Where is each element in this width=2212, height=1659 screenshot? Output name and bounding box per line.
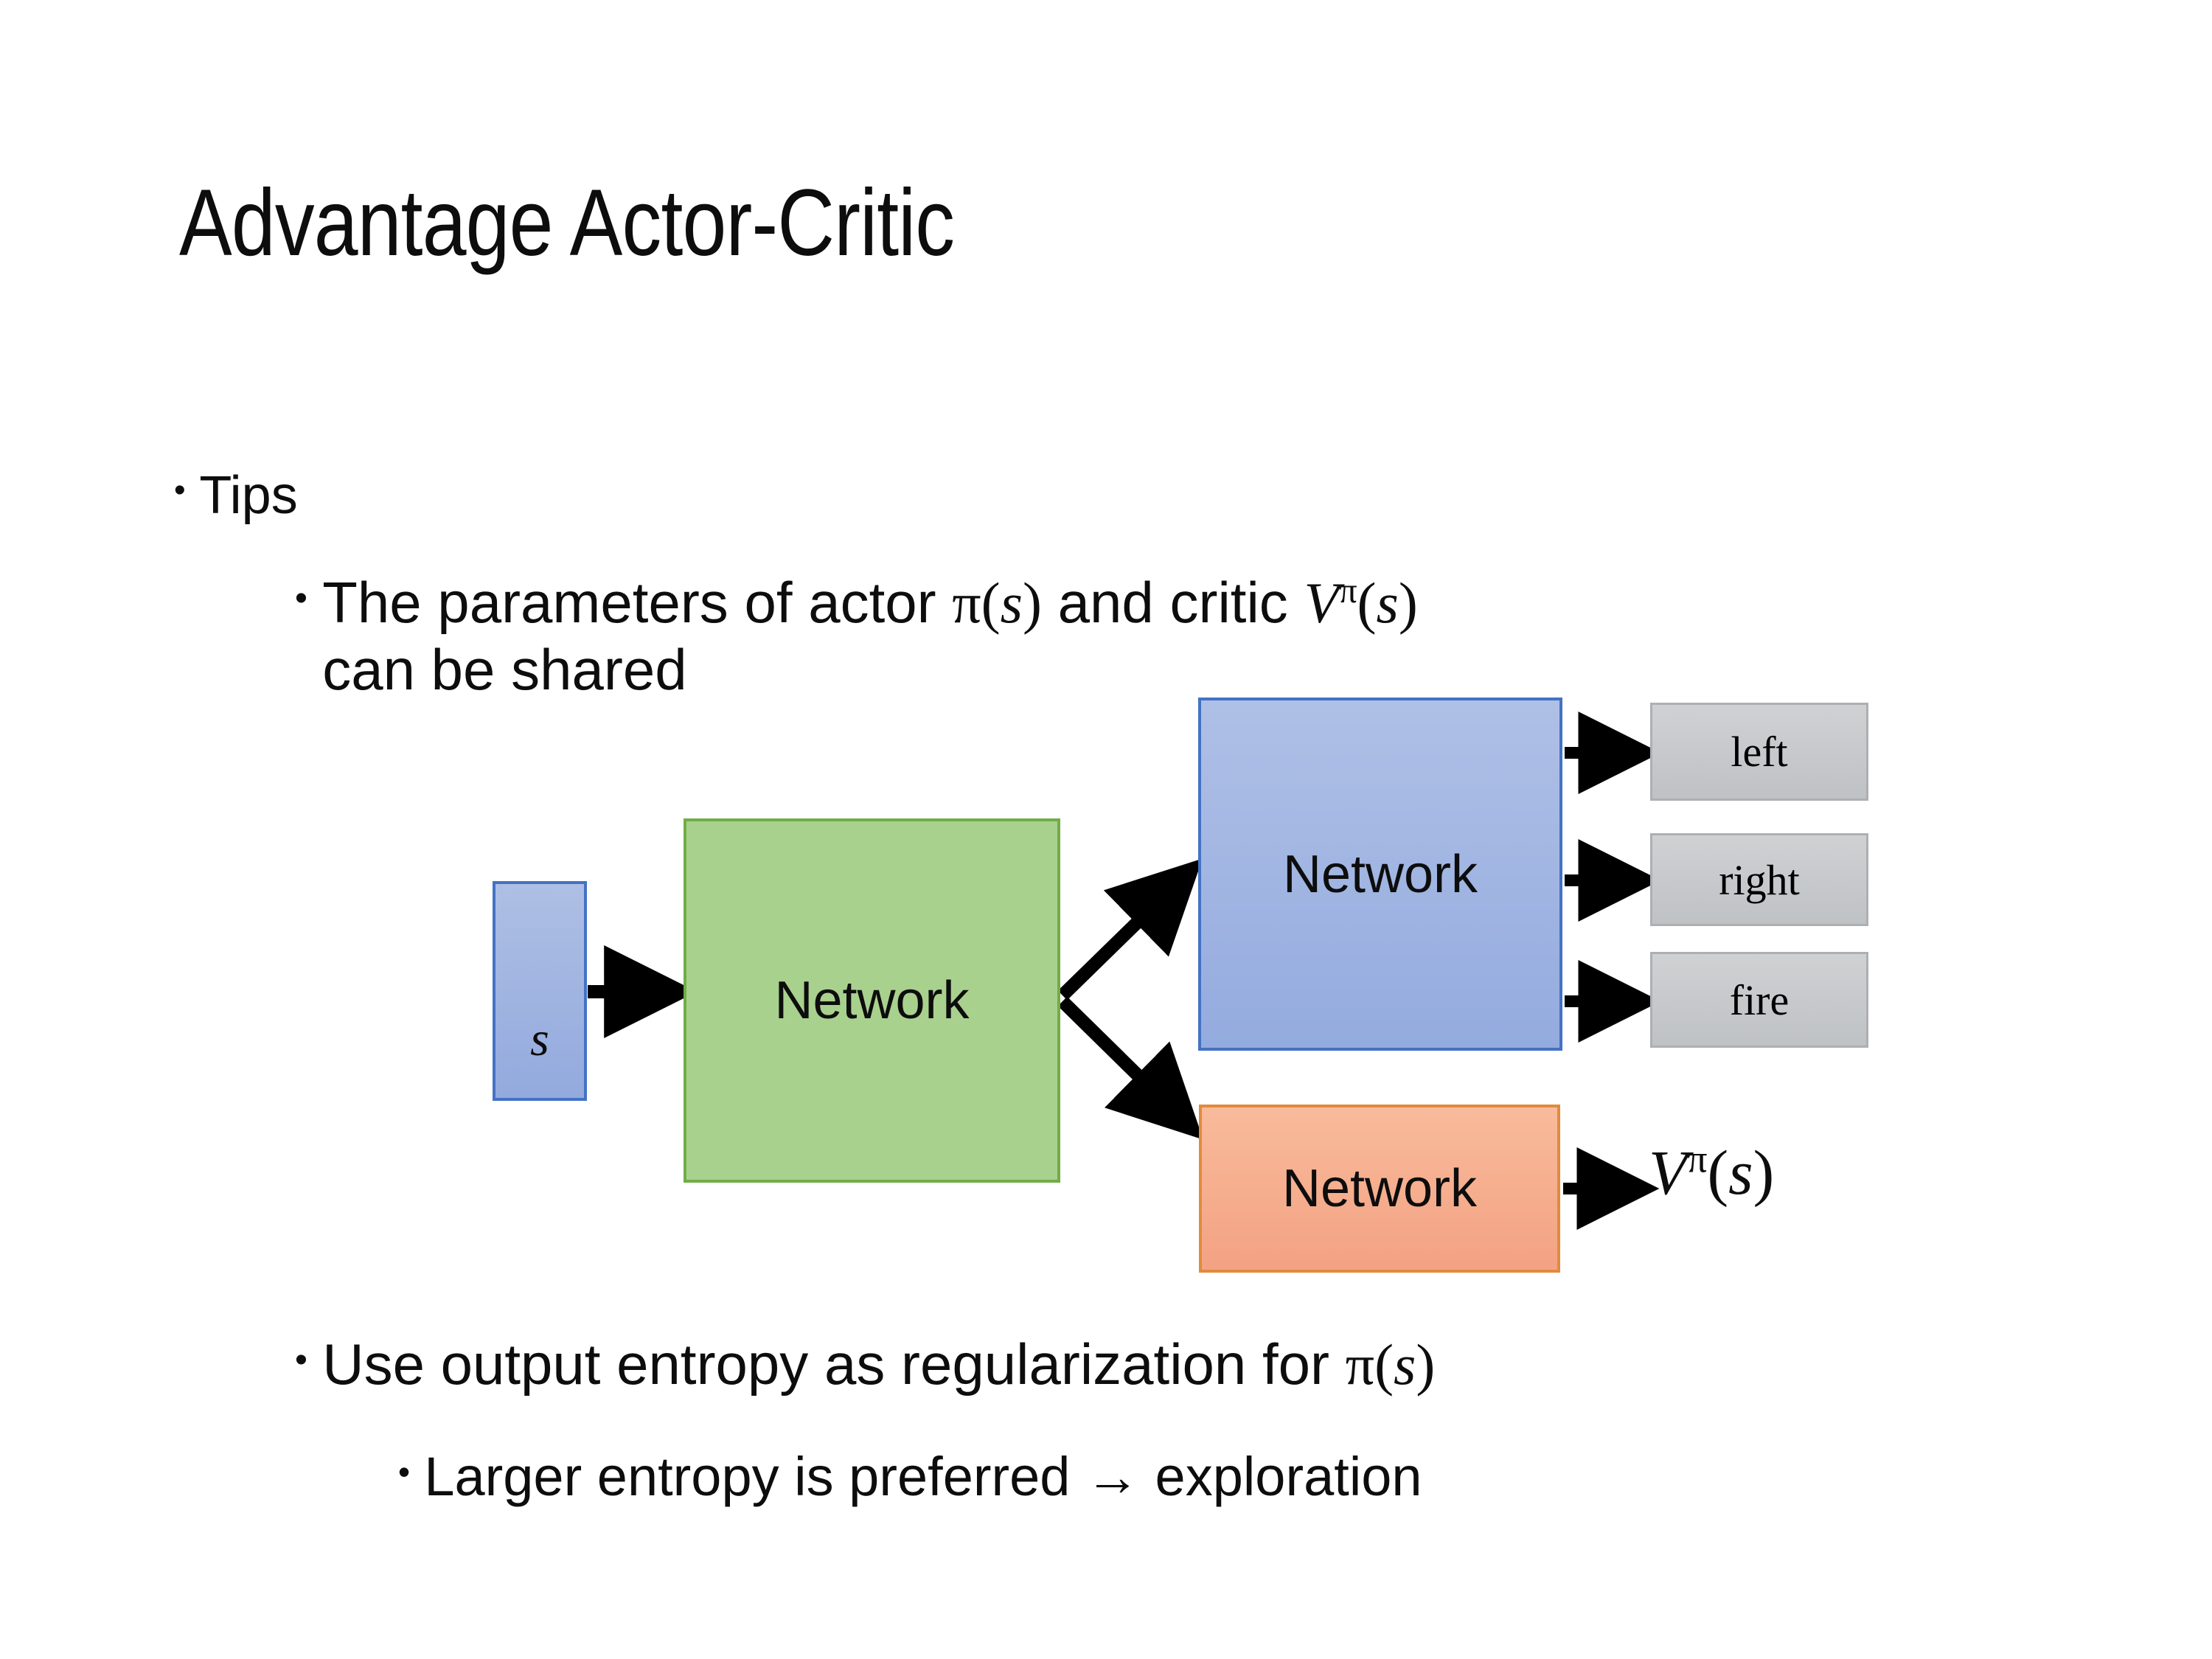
bullet-marker-icon: • — [295, 1339, 307, 1380]
V-symbol: V — [1649, 1137, 1688, 1208]
state-input-box[interactable]: s — [493, 881, 587, 1101]
action-output-left-label: left — [1731, 728, 1788, 776]
s-symbol: s — [1000, 571, 1023, 635]
pi-superscript: π — [1687, 1136, 1708, 1181]
pi-symbol: π — [1345, 1332, 1375, 1397]
action-output-right[interactable]: right — [1650, 833, 1868, 926]
pi-symbol: π — [952, 571, 981, 635]
bullet-shared-parameters: • The parameters of actor π(s) and criti… — [295, 569, 2050, 703]
actor-network-box[interactable]: Network — [1198, 698, 1562, 1051]
shared-network-label: Network — [774, 971, 970, 1030]
action-output-fire[interactable]: fire — [1650, 952, 1868, 1048]
bullet-tips-label: Tips — [199, 466, 298, 525]
arrow-shared-to-actor — [1057, 858, 1203, 1001]
V-symbol: V — [1304, 571, 1340, 635]
parameters-text-part1: The parameters of actor — [322, 570, 953, 635]
bullet-marker-icon: • — [398, 1452, 411, 1491]
shared-network-box[interactable]: Network — [684, 818, 1060, 1183]
s-symbol: s — [1394, 1332, 1416, 1397]
s-symbol: s — [1376, 571, 1399, 635]
action-output-left[interactable]: left — [1650, 703, 1868, 801]
value-output-label: Vπ(s) — [1649, 1136, 1775, 1208]
actor-network-label: Network — [1282, 844, 1478, 904]
bullet-tips: • Tips — [174, 465, 298, 527]
bullet-entropy-text: Use output entropy as regularization for… — [322, 1331, 2065, 1398]
bullet-larger-entropy-label: Larger entropy is preferred → exploratio… — [424, 1446, 1422, 1507]
bullet-entropy-regularization: • Use output entropy as regularization f… — [295, 1331, 2065, 1398]
math-pi-of-s: π(s) — [952, 571, 1042, 635]
parameters-text-part2: and critic — [1042, 570, 1304, 635]
state-box-label: s — [530, 1012, 549, 1066]
bullet-marker-icon: • — [174, 472, 186, 509]
bullet-shared-parameters-text: The parameters of actor π(s) and critic … — [322, 569, 2050, 703]
arrow-shared-to-critic — [1057, 996, 1203, 1140]
math-pi-of-s: π(s) — [1345, 1332, 1436, 1397]
critic-network-label: Network — [1281, 1159, 1478, 1218]
entropy-text: Use output entropy as regularization for — [322, 1332, 1346, 1397]
s-symbol: s — [1728, 1137, 1753, 1208]
action-output-fire-label: fire — [1729, 975, 1790, 1024]
action-output-right-label: right — [1719, 855, 1800, 904]
math-v-pi-of-s: Vπ(s) — [1304, 571, 1418, 635]
bullet-larger-entropy: • Larger entropy is preferred → explorat… — [398, 1445, 2094, 1509]
bullet-marker-icon: • — [295, 577, 307, 618]
pi-superscript: π — [1339, 571, 1357, 611]
page-title: Advantage Actor-Critic — [179, 170, 955, 276]
critic-network-box[interactable]: Network — [1199, 1105, 1560, 1273]
parameters-text-line2: can be shared — [322, 637, 687, 703]
